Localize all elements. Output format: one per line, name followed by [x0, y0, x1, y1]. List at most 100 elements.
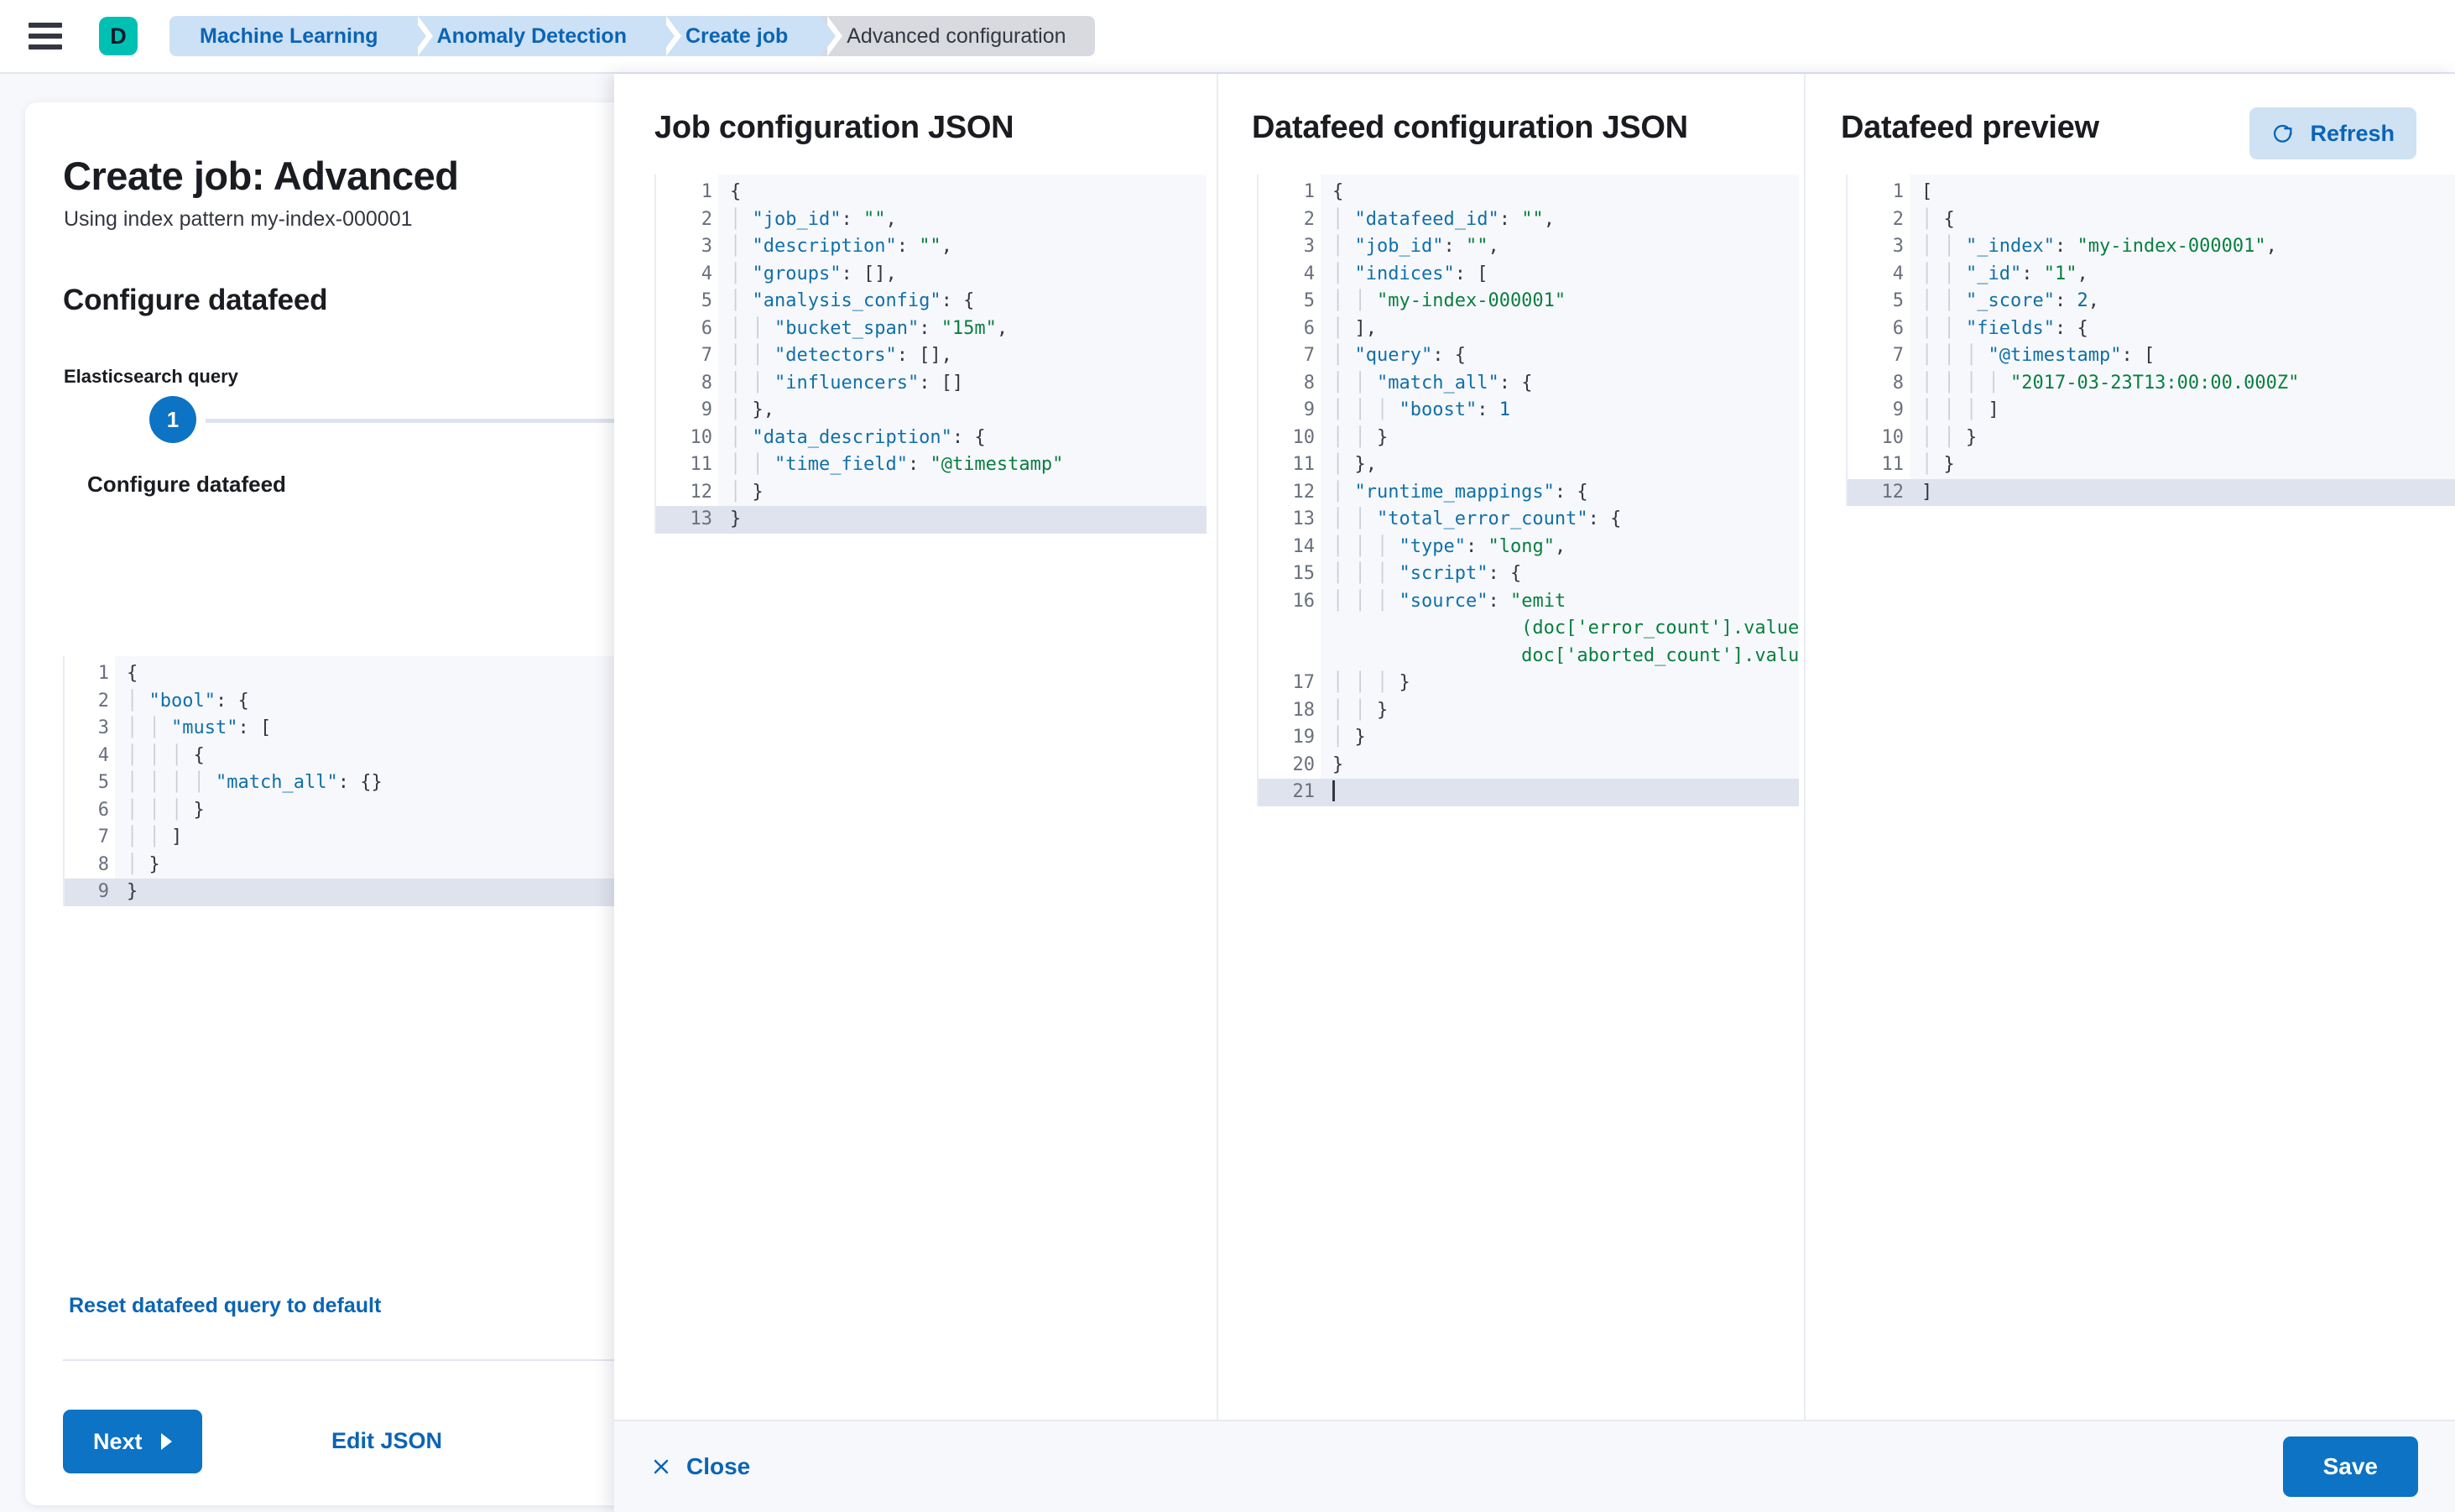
code-line[interactable]: │ │ "my-index-000001"	[1332, 290, 1566, 311]
code-line[interactable]: │ "job_id": "",	[1332, 236, 1499, 257]
line-number: 12	[690, 481, 713, 503]
close-button[interactable]: Close	[651, 1453, 750, 1480]
hamburger-menu-icon[interactable]	[29, 21, 65, 51]
breadcrumb-item-create-job[interactable]: Create job	[659, 16, 843, 56]
code-line[interactable]: │ "groups": [],	[730, 263, 897, 284]
code-line[interactable]: │ │ │ │ "2017-03-23T13:00:00.000Z"	[1921, 372, 2300, 394]
code-line[interactable]: │ "datafeed_id": "",	[1332, 208, 1555, 230]
close-button-label: Close	[686, 1453, 751, 1479]
refresh-button-label: Refresh	[2310, 120, 2395, 146]
code-line[interactable]: │ "query": {	[1332, 345, 1466, 366]
close-icon	[654, 1459, 669, 1474]
code-line[interactable]: │ │ │ }	[1332, 672, 1410, 693]
line-number: 11	[690, 454, 713, 475]
code-line[interactable]: │ │ "influencers": []	[730, 372, 964, 394]
code-line[interactable]: │ │ "bucket_span": "15m",	[730, 317, 1009, 339]
code-line[interactable]: {	[730, 181, 742, 202]
refresh-button[interactable]: Refresh	[2249, 107, 2416, 159]
edit-json-link[interactable]: Edit JSON	[331, 1428, 443, 1453]
line-number: 6	[1848, 315, 1921, 343]
code-line[interactable]: │ ],	[1332, 317, 1377, 339]
code-line[interactable]: │ │ │ }	[127, 799, 205, 821]
code-line[interactable]: │ │ │ │ "match_all": {}	[127, 772, 383, 793]
line-number: 10	[1881, 426, 1905, 448]
code-line[interactable]: │ │ "detectors": [],	[730, 345, 952, 366]
code-line[interactable]: │ │ }	[1921, 426, 1978, 448]
next-button-label: Next	[93, 1428, 143, 1454]
code-line[interactable]: │ │ │ "source": "emit (doc['error_count'…	[1332, 590, 1799, 666]
code-line[interactable]: │ │ "time_field": "@timestamp"	[730, 454, 1064, 475]
line-number: 3	[701, 236, 712, 257]
avatar[interactable]: D	[99, 17, 138, 55]
code-line[interactable]: │ │ │ "@timestamp": [	[1921, 345, 2155, 366]
code-line[interactable]: ]	[1910, 478, 2455, 506]
code-line[interactable]: │ │ "_score": 2,	[1921, 290, 2099, 311]
code-line[interactable]: │ "job_id": "",	[730, 208, 897, 230]
code-line[interactable]: │ │ │ ]	[1921, 399, 1999, 420]
breadcrumb-item-anomaly-detection[interactable]: Anomaly Detection	[411, 16, 682, 56]
code-line[interactable]: │ }	[730, 481, 764, 503]
code-line[interactable]: │ │ }	[1332, 699, 1389, 721]
page-title: Create job: Advanced	[63, 154, 459, 198]
code-line[interactable]: [	[1921, 181, 1933, 202]
line-number: 16	[1292, 590, 1316, 612]
code-line[interactable]: │ │ }	[1332, 426, 1389, 448]
code-line[interactable]: │ │ │ "script": {	[1332, 563, 1522, 584]
next-button[interactable]: Next	[63, 1410, 202, 1473]
line-number: 2	[1848, 206, 1921, 234]
line-number: 7	[1848, 342, 1921, 370]
code-line[interactable]: │ │ "total_error_count": {	[1332, 508, 1622, 529]
top-navigation-bar: D Machine Learning Anomaly Detection Cre…	[0, 0, 2455, 74]
save-button[interactable]: Save	[2282, 1436, 2418, 1497]
step-connector-line	[206, 419, 617, 423]
code-line[interactable]: {	[127, 663, 138, 684]
editor-code-area[interactable]: [ │ { │ │ "_index": "my-index-000001", │ │ …	[1910, 175, 2455, 506]
code-line[interactable]: │ },	[730, 399, 774, 420]
code-line[interactable]: │ │ "fields": {	[1921, 317, 2088, 339]
code-line[interactable]: │ {	[1921, 208, 1955, 230]
code-line[interactable]: │ }	[127, 853, 160, 875]
code-line[interactable]: │ │ │ {	[127, 744, 205, 766]
reset-datafeed-query-link[interactable]: Reset datafeed query to default	[69, 1294, 382, 1317]
code-line[interactable]: │ "analysis_config": {	[730, 290, 975, 311]
code-line[interactable]: │ "description": "",	[730, 236, 952, 257]
code-line[interactable]: }	[115, 879, 617, 906]
line-number: 17	[1292, 672, 1316, 693]
step-indicator: 1	[25, 396, 617, 446]
code-line[interactable]: {	[1332, 181, 1344, 202]
line-number: 15	[1259, 560, 1332, 588]
code-line[interactable]: │ │ "_index": "my-index-000001",	[1921, 236, 2277, 257]
line-number: 11	[1292, 454, 1316, 475]
line-number: 10	[1292, 426, 1316, 448]
code-line[interactable]: │ │ │ "type": "long",	[1332, 535, 1566, 557]
code-line[interactable]: │ │ "must": [	[127, 717, 272, 738]
code-line[interactable]: │ "runtime_mappings": {	[1332, 481, 1588, 503]
code-line[interactable]: }	[718, 506, 1207, 534]
code-line[interactable]: │ │ "_id": "1",	[1921, 263, 2088, 284]
code-line[interactable]: │ "data_description": {	[730, 426, 986, 448]
step-1-circle[interactable]: 1	[149, 396, 196, 443]
line-number: 12	[1259, 479, 1332, 507]
code-line[interactable]: }	[1332, 753, 1344, 775]
code-line[interactable]: │ }	[1332, 727, 1366, 748]
code-line[interactable]: │ "indices": [	[1332, 263, 1488, 284]
editor-code-area[interactable]: { │ "bool": { │ │ "must": [ │ │ │ { │ │ │ │ …	[115, 656, 617, 906]
editor-code-area[interactable]: { │ "datafeed_id": "", │ "job_id": "", │ "i…	[1321, 175, 1799, 806]
code-line[interactable]: │ },	[1332, 454, 1377, 475]
divider	[63, 1359, 617, 1361]
code-line[interactable]	[1321, 779, 1799, 806]
code-line[interactable]: │ │ "match_all": {	[1332, 372, 1533, 394]
code-line[interactable]: │ │ │ "boost": 1	[1332, 399, 1510, 420]
chevron-right-icon	[160, 1433, 172, 1450]
code-line[interactable]: │ "bool": {	[127, 690, 249, 712]
code-line[interactable]: │ }	[1921, 454, 1955, 475]
editor-code-area[interactable]: { │ "job_id": "", │ "description": "", │ "g…	[718, 175, 1207, 534]
breadcrumb-item-machine-learning[interactable]: Machine Learning	[169, 16, 433, 56]
code-line[interactable]: │ │ ]	[127, 826, 183, 847]
